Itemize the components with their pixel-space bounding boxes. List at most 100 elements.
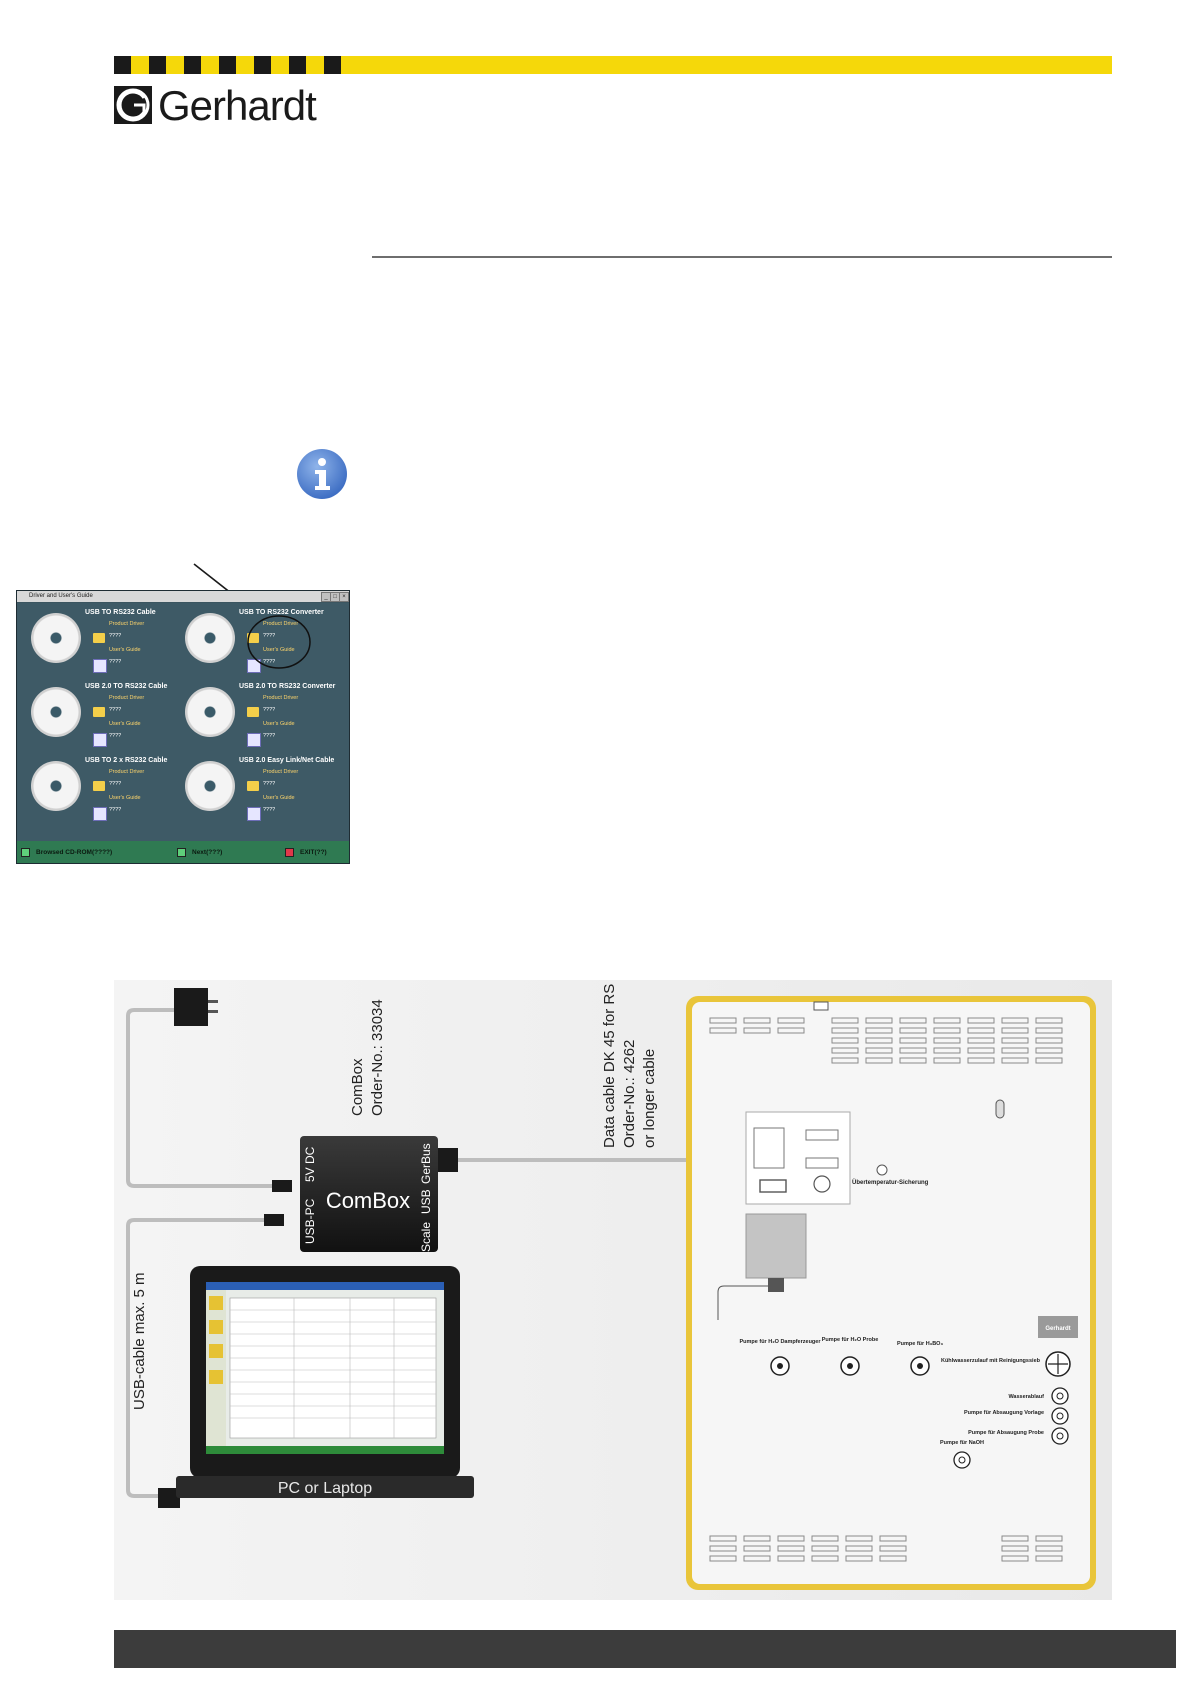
inlet-connector xyxy=(768,1278,784,1292)
product-title: USB 2.0 TO RS232 Cable xyxy=(85,683,168,690)
driver-link[interactable]: Product Driver xyxy=(263,695,299,701)
serial-port-2-icon xyxy=(805,1157,839,1169)
guide-value: ???? xyxy=(263,733,276,739)
guide-value: ???? xyxy=(109,807,122,813)
product-usb2-rs232-converter[interactable]: USB 2.0 TO RS232 Converter Product Drive… xyxy=(175,681,335,755)
pump3-label: Pumpe für H₃BO₃ xyxy=(897,1341,943,1347)
header-checker-band xyxy=(114,56,1112,74)
power-cable xyxy=(126,1008,274,1188)
guide-link[interactable]: User's Guide xyxy=(263,795,295,801)
port-usbpc-label: USB-PC xyxy=(303,1198,317,1244)
power-adapter xyxy=(174,988,218,1026)
exit-button[interactable]: EXIT(??) xyxy=(285,848,327,857)
product-title: USB TO RS232 Converter xyxy=(239,609,324,616)
usb-cable-label: USB-cable max. 5 m xyxy=(131,1272,148,1410)
vent-slots-top xyxy=(709,1017,1063,1064)
guide-link[interactable]: User's Guide xyxy=(109,647,141,653)
analyser-rear-panel xyxy=(686,996,1096,1590)
folder-icon xyxy=(93,707,105,717)
product-usb-rs232-converter[interactable]: USB TO RS232 Converter Product Driver ??… xyxy=(175,607,335,681)
exit-label: EXIT(??) xyxy=(300,849,327,857)
product-title: USB 2.0 TO RS232 Converter xyxy=(239,683,336,690)
guide-value: ???? xyxy=(109,733,122,739)
power-socket-icon xyxy=(759,1179,787,1193)
guide-value: ???? xyxy=(109,659,122,665)
exit-icon xyxy=(285,848,294,857)
driver-link[interactable]: Product Driver xyxy=(263,769,299,775)
usb-plug-pc xyxy=(158,1488,180,1508)
folder-icon xyxy=(247,707,259,717)
close-icon[interactable]: × xyxy=(339,592,349,602)
pump2-label: Pumpe für H₂O Probe xyxy=(822,1337,879,1343)
product-image-icon xyxy=(185,761,235,811)
browse-icon xyxy=(21,848,30,857)
suction2-label: Pumpe für Absaugung Probe xyxy=(968,1430,1044,1436)
driver-link[interactable]: Product Driver xyxy=(109,769,145,775)
port-scale-label: Scale xyxy=(419,1222,433,1252)
gerhardt-logo: Gerhardt xyxy=(114,82,354,129)
product-title: USB TO RS232 Cable xyxy=(85,609,156,616)
guide-link[interactable]: User's Guide xyxy=(109,795,141,801)
gerbus-plug xyxy=(438,1148,458,1172)
info-circle-icon xyxy=(297,449,347,499)
driver-link[interactable]: Product Driver xyxy=(263,621,299,627)
product-usb-2x-rs232-cable[interactable]: USB TO 2 x RS232 Cable Product Driver ??… xyxy=(21,755,181,829)
product-image-icon xyxy=(185,687,235,737)
guide-link[interactable]: User's Guide xyxy=(263,721,295,727)
dialog-footer: Browsed CD-ROM(????) Next(???) EXIT(??) xyxy=(17,841,349,863)
folder-icon xyxy=(247,781,259,791)
combox-device xyxy=(300,1136,438,1252)
browse-cdrom-button[interactable]: Browsed CD-ROM(????) xyxy=(21,848,112,857)
connection-diagram: ComBox 5V DC USB-PC GerBus USB Scale Com… xyxy=(114,980,1112,1600)
combox-order-title: ComBox xyxy=(349,1058,366,1116)
guide-link[interactable]: User's Guide xyxy=(109,721,141,727)
combox-order-no: Order-No.: 33034 xyxy=(369,999,386,1116)
cooling-label: Kühlwasserzulauf mit Reinigungssieb xyxy=(941,1358,1041,1364)
overtemp-fuse-icon xyxy=(876,1164,888,1176)
driver-value: ???? xyxy=(263,781,276,787)
document-icon xyxy=(93,807,107,821)
guide-value: ???? xyxy=(263,807,276,813)
combox-label: ComBox xyxy=(326,1188,410,1213)
document-icon xyxy=(93,659,107,673)
inlet-hose xyxy=(717,1285,768,1320)
guide-link[interactable]: User's Guide xyxy=(263,647,295,653)
cable-clip-icon xyxy=(995,1099,1005,1119)
port-gerbus-label: GerBus xyxy=(419,1143,433,1184)
driver-link[interactable]: Product Driver xyxy=(109,621,145,627)
datacable-line3: or longer cable xyxy=(641,1049,658,1148)
vent-slots-bottom xyxy=(709,1535,1063,1562)
port-5v-label: 5V DC xyxy=(303,1146,317,1182)
rj45-port-icon xyxy=(753,1127,785,1169)
folder-icon xyxy=(93,633,105,643)
product-usb2-easylink-cable[interactable]: USB 2.0 Easy Link/Net Cable Product Driv… xyxy=(175,755,335,829)
power-plug xyxy=(272,1180,292,1192)
gerhardt-badge xyxy=(1038,1316,1078,1338)
driver-dialog-screenshot: Driver and User's Guide _ □ × USB TO RS2… xyxy=(16,590,350,864)
dialog-title: Driver and User's Guide xyxy=(29,593,93,599)
fuse-holder-icon xyxy=(813,1175,831,1193)
pump1-label: Pumpe für H₂O Dampferzeuger xyxy=(740,1339,822,1345)
product-usb-rs232-cable[interactable]: USB TO RS232 Cable Product Driver ???? U… xyxy=(21,607,181,681)
footer-bar xyxy=(114,1630,1176,1668)
product-title: USB TO 2 x RS232 Cable xyxy=(85,757,168,764)
document-icon xyxy=(247,733,261,747)
document-icon xyxy=(247,807,261,821)
next-button[interactable]: Next(???) xyxy=(177,848,222,857)
gerhardt-badge-label: Gerhardt xyxy=(1045,1326,1070,1332)
product-title: USB 2.0 Easy Link/Net Cable xyxy=(239,757,335,764)
dialog-titlebar: Driver and User's Guide _ □ × xyxy=(17,591,349,602)
serial-port-icon xyxy=(805,1129,839,1141)
gerhardt-logo-mark xyxy=(114,86,152,124)
folder-icon xyxy=(93,781,105,791)
header-rule xyxy=(372,256,1112,258)
driver-link[interactable]: Product Driver xyxy=(109,695,145,701)
usb-plug-combox xyxy=(264,1214,284,1226)
datacable-line1: Data cable DK 45 for RS 485 xyxy=(601,980,618,1148)
product-image-icon xyxy=(31,613,81,663)
product-usb2-rs232-cable[interactable]: USB 2.0 TO RS232 Cable Product Driver ??… xyxy=(21,681,181,755)
product-image-icon xyxy=(31,761,81,811)
driver-value: ???? xyxy=(263,633,276,639)
product-image-icon xyxy=(185,613,235,663)
product-image-icon xyxy=(31,687,81,737)
